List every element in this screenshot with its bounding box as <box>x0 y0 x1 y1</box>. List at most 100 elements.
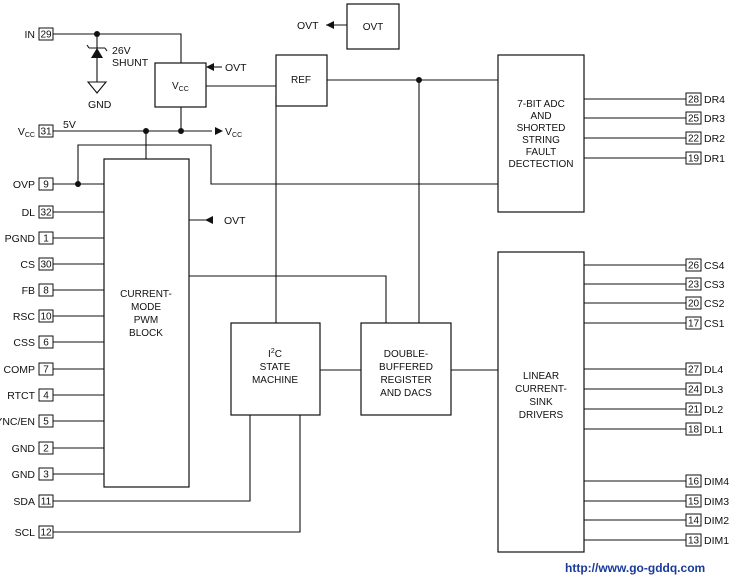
block-dacs: DOUBLE- BUFFERED REGISTER AND DACS <box>360 322 452 416</box>
pin-label: IN <box>25 29 36 41</box>
pin-label: DR1 <box>704 153 725 165</box>
vcc-out-arrow-icon <box>215 127 223 135</box>
block-linear-line: SINK <box>529 397 553 408</box>
ovt-pwm-arrow-icon <box>205 216 213 224</box>
junction-dot <box>178 128 184 134</box>
pin-number-box <box>685 474 702 488</box>
block-pwm-line: MODE <box>131 302 161 313</box>
pin-dim2: 14 DIM2 <box>685 513 729 527</box>
pin-number: 12 <box>40 528 52 539</box>
pin-label: VCC <box>18 126 35 139</box>
block-vcc-regulator: VCC <box>154 62 207 108</box>
block-i2c-line: MACHINE <box>252 375 298 386</box>
pin-label: GND <box>12 469 36 481</box>
pin-pgnd: 1 PGND <box>5 231 54 245</box>
pin-number: 10 <box>40 312 52 323</box>
block-dacs-line: BUFFERED <box>379 362 433 373</box>
pin-label: COMP <box>4 364 36 376</box>
block-i2c-title: I2C <box>268 348 282 360</box>
pin-number-box <box>685 277 702 291</box>
pin-number: 19 <box>688 154 700 165</box>
block-pwm-line: PWM <box>134 315 158 326</box>
pin-number: 2 <box>43 444 49 455</box>
pin-number: 18 <box>688 425 700 436</box>
block-vcc-label: VCC <box>172 81 189 93</box>
shunt-text-label: SHUNT <box>112 57 149 69</box>
pin-number: 31 <box>40 127 52 138</box>
pin-label: DL1 <box>704 424 723 436</box>
ground-icon <box>86 81 108 94</box>
block-ref: REF <box>275 54 328 107</box>
block-adc-line: FAULT <box>526 147 556 158</box>
pin-number: 32 <box>40 208 52 219</box>
pin-number-box <box>38 177 54 191</box>
pin-number-box <box>38 335 54 349</box>
pin-number-box <box>685 316 702 330</box>
zener-triangle <box>91 48 103 58</box>
pin-label: DR2 <box>704 133 725 145</box>
pin-label: RTCT <box>7 390 35 402</box>
pin-number: 1 <box>43 234 49 245</box>
pin-number: 15 <box>688 497 700 508</box>
pin-label: DL <box>22 207 36 219</box>
pin-number-box <box>38 309 54 323</box>
ovt-top-arrow-icon <box>326 21 334 29</box>
pin-label: DIM2 <box>704 515 729 527</box>
pin-label: PGND <box>5 233 36 245</box>
wire-scl <box>53 415 301 533</box>
block-dacs-line: AND DACS <box>380 388 432 399</box>
junctions <box>75 31 422 187</box>
pin-label: SCL <box>15 527 36 539</box>
pin-number: 4 <box>43 391 49 402</box>
pin-number: 16 <box>688 477 700 488</box>
block-linear-line: DRIVERS <box>519 410 564 421</box>
pin-number: 25 <box>688 114 700 125</box>
pin-number-box <box>685 111 702 125</box>
pin-number-box <box>685 151 702 165</box>
pin-number: 14 <box>688 516 700 527</box>
pin-number-box <box>685 402 702 416</box>
block-ref-label: REF <box>291 75 311 86</box>
pin-number-box <box>685 494 702 508</box>
pin-number: 20 <box>688 299 700 310</box>
block-ovt-top-label: OVT <box>363 22 384 33</box>
pin-number-box <box>38 283 54 297</box>
block-ovt-top: OVT <box>346 3 400 50</box>
pin-label: DL3 <box>704 384 723 396</box>
pin-label: RSC <box>13 311 36 323</box>
free-labels: OVT 26V SHUNT GND OVT 5V VCC OVT <box>63 20 319 227</box>
pin-label: DL2 <box>704 404 723 416</box>
pin-number: 8 <box>43 286 49 297</box>
pin-dl: 32 DL <box>22 205 54 219</box>
pin-number-box <box>685 258 702 272</box>
pin-scl: 12 SCL <box>15 525 54 539</box>
pin-number: 22 <box>688 134 700 145</box>
pin-vcc: 31 VCC <box>18 124 54 139</box>
pin-number-box <box>38 441 54 455</box>
block-linear-line: LINEAR <box>523 371 559 382</box>
junction-dot <box>75 181 81 187</box>
pin-dl3: 24 DL3 <box>685 382 723 396</box>
block-adc-line: STRING <box>522 135 560 146</box>
pin-number: 24 <box>688 385 700 396</box>
block-pwm-line: BLOCK <box>129 328 163 339</box>
zener-bar <box>86 44 108 52</box>
pin-number-box <box>38 205 54 219</box>
wire-ovp-to-adc <box>77 144 498 185</box>
pin-number: 5 <box>43 417 49 428</box>
pin-number: 29 <box>40 30 52 41</box>
pin-number-box <box>685 92 702 106</box>
ground-triangle <box>86 81 108 94</box>
pin-rtct: 4 RTCT <box>7 388 54 402</box>
block-adc-line: DECTECTION <box>509 159 574 170</box>
